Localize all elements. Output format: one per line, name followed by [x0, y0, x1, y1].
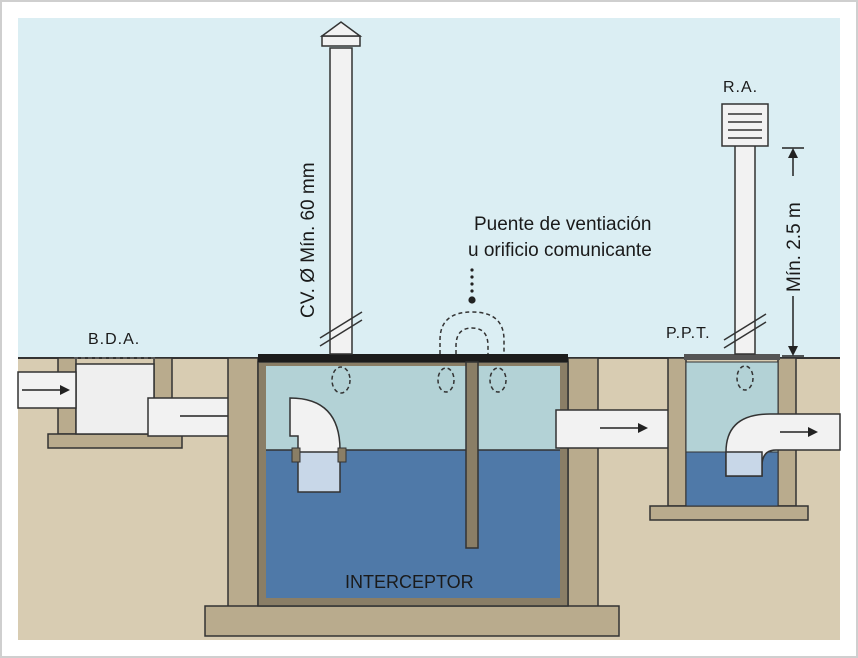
- bridge-label-line2: u orificio comunicante: [468, 240, 652, 261]
- vent-pipe-label: CV. Ø Mín. 60 mm: [298, 162, 319, 318]
- ra-label: R.A.: [723, 79, 758, 96]
- bridge-label-line1: Puente de ventiación: [474, 214, 651, 235]
- interceptor-outlet-pipe: [555, 409, 689, 449]
- height-dimension: [782, 147, 804, 357]
- vent-pipe: [319, 21, 363, 394]
- sky-area: [18, 18, 840, 358]
- vent-bridge: [437, 311, 507, 393]
- ra-vent-pipe: [721, 103, 769, 391]
- min-height-label: Mín. 2.5 m: [784, 202, 805, 292]
- bridge-leader-dots: [468, 268, 476, 304]
- interceptor-label: INTERCEPTOR: [345, 572, 474, 592]
- inlet-pipe: [17, 371, 77, 409]
- ppt-label: P.P.T.: [666, 325, 711, 342]
- ppt-outlet-pipe: [725, 413, 841, 477]
- central-baffle: [465, 361, 479, 549]
- inlet-elbow: [289, 397, 347, 493]
- interceptor-chamber: [204, 354, 620, 637]
- bda-label: B.D.A.: [88, 331, 140, 348]
